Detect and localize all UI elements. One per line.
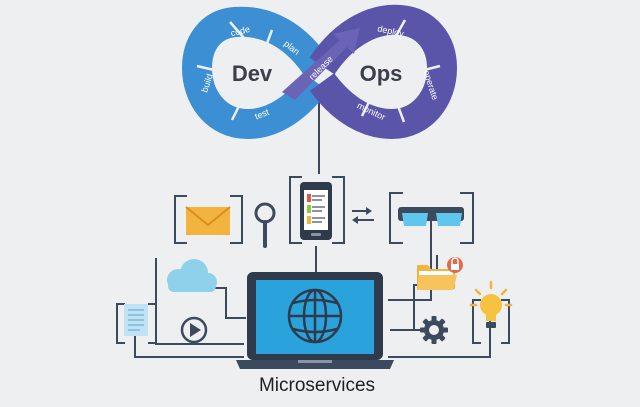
dev-label: Dev xyxy=(232,61,273,86)
lightbulb-icon xyxy=(469,280,513,328)
folder-lock-icon xyxy=(417,257,463,290)
magnifier-icon xyxy=(254,202,276,248)
gear-icon xyxy=(420,316,448,344)
globe-icon xyxy=(287,288,343,344)
envelope-icon xyxy=(185,206,231,235)
release-arrow xyxy=(282,28,360,100)
smartphone-icon xyxy=(300,182,332,240)
swap-arrows-icon xyxy=(352,207,374,224)
cloud-icon xyxy=(167,259,217,292)
ops-label: Ops xyxy=(360,61,403,86)
bracket-frames xyxy=(116,176,510,344)
devops-infinity-loop: Dev Ops code plan build test release dep… xyxy=(181,4,458,140)
stage-code-label: code xyxy=(230,24,251,38)
play-icon xyxy=(180,316,208,344)
document-icon xyxy=(124,304,148,336)
ops-loop-ring xyxy=(309,4,458,140)
microservices-caption: Microservices xyxy=(259,375,375,396)
dev-loop-ring xyxy=(181,6,329,140)
vr-glasses-icon xyxy=(398,207,464,226)
